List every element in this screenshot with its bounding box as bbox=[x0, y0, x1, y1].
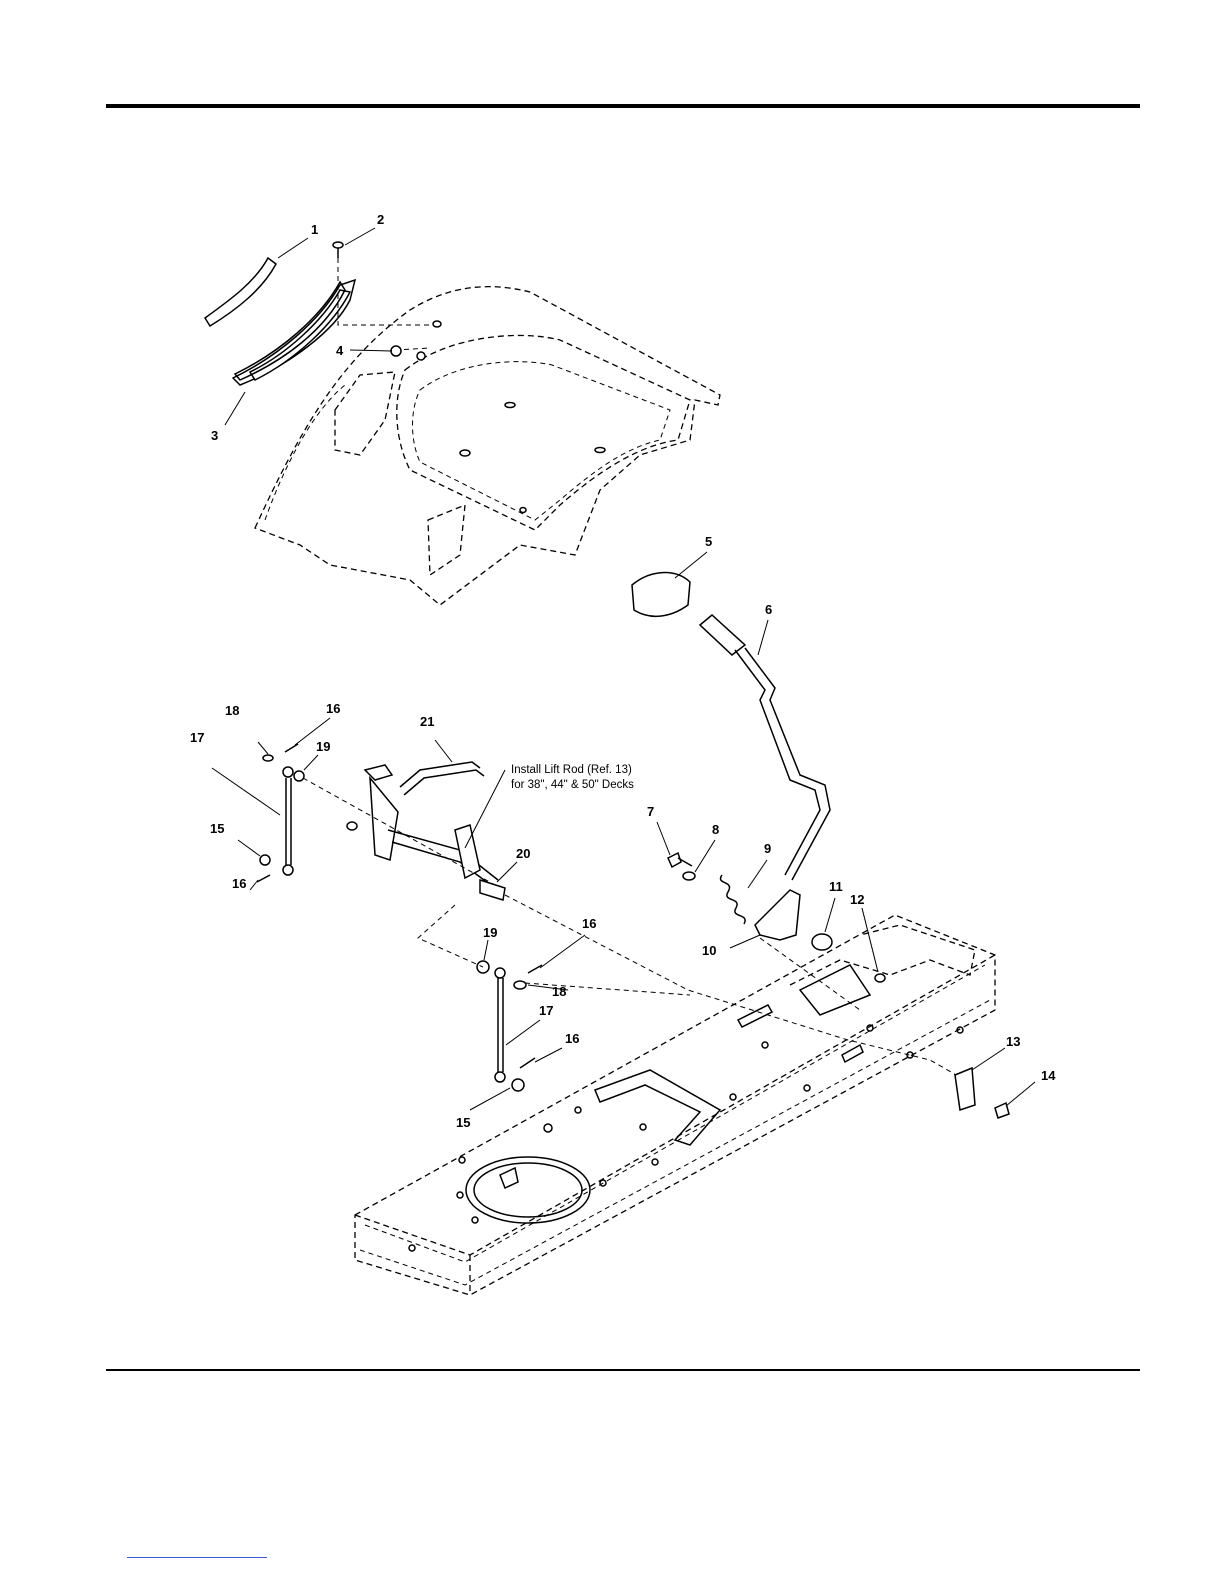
callout-14: 14 bbox=[1041, 1068, 1056, 1083]
callout-11: 11 bbox=[829, 879, 843, 894]
callout-20: 20 bbox=[516, 846, 530, 861]
callout-16: 16 bbox=[232, 876, 246, 891]
install-note-line-2: for 38", 44" & 50" Decks bbox=[511, 779, 634, 791]
part-21-rod bbox=[400, 762, 484, 795]
part-15-washer bbox=[260, 855, 270, 865]
callout-16-mid: 16 bbox=[582, 916, 596, 931]
frame bbox=[355, 915, 995, 1295]
callout-17: 17 bbox=[190, 730, 204, 745]
part-17-link-b bbox=[495, 968, 505, 1082]
lift-shaft-assembly bbox=[347, 765, 505, 900]
callout-6: 6 bbox=[765, 602, 772, 617]
part-17-link bbox=[283, 767, 293, 875]
part-16-cotter-c bbox=[528, 965, 542, 973]
callout-15: 15 bbox=[210, 821, 224, 836]
callout-2: 2 bbox=[377, 212, 384, 227]
callout-15-b: 15 bbox=[456, 1115, 470, 1130]
callout-18: 18 bbox=[225, 703, 239, 718]
part-4-grommet-b bbox=[417, 352, 425, 360]
callout-19: 19 bbox=[316, 739, 330, 754]
callout-3: 3 bbox=[211, 428, 218, 443]
part-2-screw bbox=[333, 242, 343, 258]
part-16-cotter-d bbox=[520, 1058, 535, 1068]
callout-10: 10 bbox=[702, 943, 716, 958]
callout-16-top: 16 bbox=[326, 701, 340, 716]
part-12-nut bbox=[875, 974, 885, 982]
part-10-bracket bbox=[755, 890, 800, 940]
callout-7: 7 bbox=[647, 804, 654, 819]
callout-1: 1 bbox=[311, 222, 318, 237]
callout-4: 4 bbox=[336, 343, 344, 358]
fender bbox=[255, 287, 720, 605]
callout-16-low: 16 bbox=[565, 1031, 579, 1046]
callout-8: 8 bbox=[712, 822, 719, 837]
callout-9: 9 bbox=[764, 841, 771, 856]
leader-lines bbox=[212, 228, 1035, 1110]
part-19-bushing bbox=[294, 771, 304, 781]
part-4-grommet bbox=[391, 346, 401, 356]
part-11-washer bbox=[812, 934, 832, 950]
part-18-pin bbox=[263, 755, 273, 761]
part-13-lift-rod bbox=[955, 1068, 975, 1110]
part-8-washer bbox=[683, 872, 695, 880]
part-18-pin-b bbox=[514, 981, 526, 989]
callout-18-b: 18 bbox=[552, 984, 566, 999]
callout-19-b: 19 bbox=[483, 925, 497, 940]
part-9-spring bbox=[720, 875, 745, 924]
callout-13: 13 bbox=[1006, 1034, 1020, 1049]
part-16-cotter bbox=[285, 744, 298, 752]
callout-12: 12 bbox=[850, 892, 864, 907]
part-1-strip bbox=[205, 258, 276, 326]
install-note-line-1: Install Lift Rod (Ref. 13) bbox=[511, 764, 632, 776]
callout-21: 21 bbox=[420, 714, 434, 729]
callout-5: 5 bbox=[705, 534, 712, 549]
part-16-cotter-b bbox=[257, 875, 270, 882]
part-7-bolt bbox=[668, 853, 692, 867]
part-5-handle-grip bbox=[632, 573, 690, 617]
callout-17-b: 17 bbox=[539, 1003, 553, 1018]
callout-labels: 1 2 3 4 5 6 7 8 9 10 11 12 13 14 15 16 1… bbox=[190, 212, 1056, 1130]
part-15-washer-b bbox=[512, 1079, 524, 1091]
